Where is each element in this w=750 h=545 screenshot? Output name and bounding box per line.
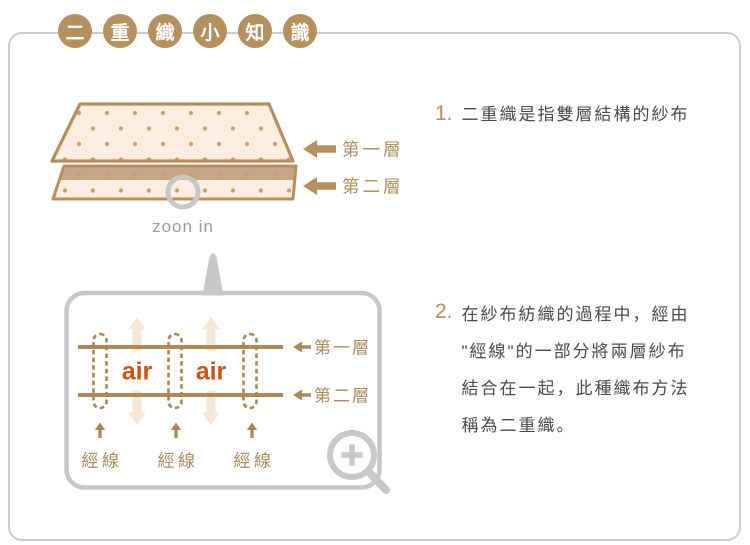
layer2-label: 第二層 [342, 177, 404, 197]
warp-label: 經線 [234, 452, 275, 471]
warp-thread-loop-icon [242, 332, 258, 410]
magnifier-icon [327, 430, 390, 494]
mini-layer2-arrow-icon [293, 389, 311, 401]
warp-up-arrow-icon [94, 422, 106, 438]
magnifier-plus-icon [341, 444, 363, 466]
note-line: 在紗布紡織的過程中，經由 [461, 305, 690, 324]
note-line: 結合在一起，此種織布方法 [461, 379, 690, 398]
fabric-layer-1 [50, 102, 295, 163]
airflow-up-arrow-icon [199, 314, 223, 353]
layer1-label: 第一層 [342, 140, 404, 160]
zoom-ring-icon [165, 174, 201, 210]
title-badges: 二 重 織 小 知 識 [58, 14, 317, 48]
air-label: air [122, 358, 153, 386]
warp-label: 經線 [158, 452, 199, 471]
magnifier-handle [362, 465, 390, 494]
mini-layer2-label: 第二層 [314, 387, 371, 406]
layer2-arrow-icon [303, 177, 336, 195]
airflow-down-arrow-icon [125, 389, 149, 428]
note-2: 2. 在紗布紡織的過程中，經由 "經線"的一部分將兩層紗布 結合在一起，此種織布… [435, 296, 690, 444]
title-badge: 知 [238, 14, 272, 48]
note-text: 二重織是指雙層結構的紗布 [461, 105, 690, 124]
warp-thread-loops [92, 332, 258, 410]
warp-thread-loop-icon [92, 332, 108, 410]
mini-layer1-arrow-icon [293, 341, 311, 353]
airflow-arrows [125, 314, 223, 428]
note-text-block: 在紗布紡織的過程中，經由 "經線"的一部分將兩層紗布 結合在一起，此種織布方法 … [462, 296, 690, 444]
warp-up-arrow-icon [170, 422, 182, 438]
note-line: 稱為二重織。 [461, 416, 576, 435]
title-badge: 二 [58, 14, 92, 48]
note-number: 1. [435, 102, 453, 125]
magnified-view: air air 第一層 第二層 經線 經線 經線 [64, 253, 390, 494]
title-badge: 織 [148, 14, 182, 48]
layer1-arrow-icon [303, 140, 336, 158]
air-label: air [196, 358, 227, 386]
airflow-down-arrow-icon [199, 389, 223, 428]
callout-tail [202, 253, 224, 296]
note-1: 1. 二重織是指雙層結構的紗布 [435, 100, 690, 125]
fabric-illustration: 第一層 第二層 [50, 102, 404, 210]
warp-pointers [94, 422, 258, 438]
title-badge: 識 [283, 14, 317, 48]
zoom-hint-label: zoon in [152, 217, 214, 236]
mini-layer1-label: 第一層 [314, 339, 371, 358]
note-number: 2. [435, 300, 453, 323]
warp-thread-loop-icon [167, 332, 183, 410]
airflow-up-arrow-icon [125, 314, 149, 353]
title-badge: 重 [103, 14, 137, 48]
note-line: "經線"的一部分將兩層紗布 [461, 342, 687, 361]
title-badge: 小 [193, 14, 227, 48]
warp-up-arrow-icon [246, 422, 258, 438]
warp-label: 經線 [82, 452, 123, 471]
